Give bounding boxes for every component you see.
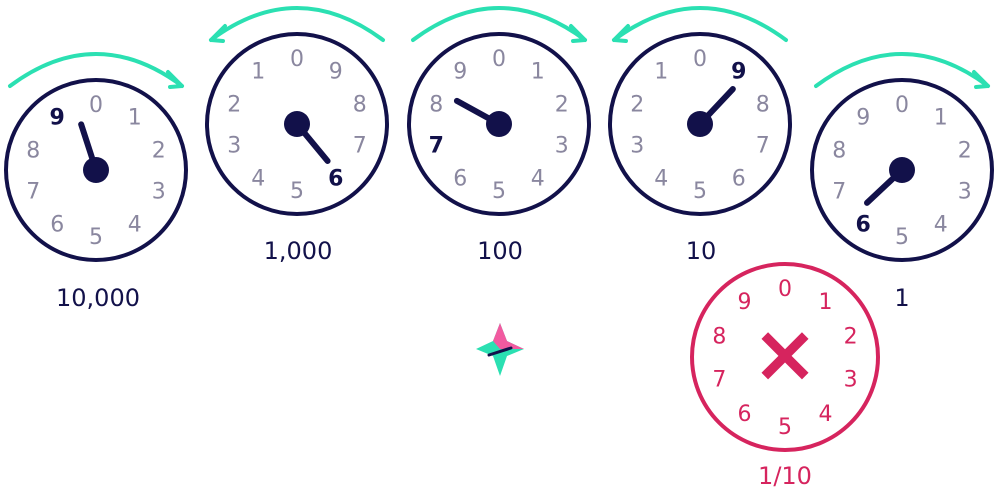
dial-digit: 7: [353, 133, 367, 158]
dial-digit: 9: [453, 60, 467, 85]
dial-digit: 3: [958, 179, 972, 204]
dial-digit: 4: [128, 212, 142, 237]
dial-label-thousands: 1,000: [263, 237, 333, 265]
dial-digit: 4: [654, 166, 668, 191]
dial-digit: 0: [492, 47, 506, 72]
dial-digit: 3: [152, 179, 166, 204]
dial-digit: 8: [353, 93, 367, 118]
dial-hub: [83, 157, 109, 183]
crossed-dial-digit: 0: [778, 277, 792, 302]
dial-digit: 1: [128, 106, 142, 131]
crossed-dial-digit: 3: [844, 367, 858, 392]
crossed-dial-digit: 6: [737, 402, 751, 427]
clockwise-arrow-icon: [8, 52, 184, 88]
dial-digit: 3: [227, 133, 241, 158]
crossed-dial-digit: 2: [844, 325, 858, 350]
crossed-dial: 0 12 34 5 67 89×: [690, 262, 880, 452]
dial-label-tens: 10: [685, 237, 717, 265]
arrowhead-icon: [166, 70, 184, 89]
arrowhead-icon: [569, 24, 587, 43]
crossed-dial-digit: 1: [819, 290, 833, 315]
dial-digit: 5: [89, 225, 103, 250]
dial-digit: 6: [453, 166, 467, 191]
dial-digit: 6: [328, 166, 343, 191]
dial-digit: 4: [251, 166, 265, 191]
crossed-dial-digit: 8: [712, 325, 726, 350]
crossed-dial-digit: 9: [737, 290, 751, 315]
dial-digit: 7: [26, 179, 40, 204]
crossed-dial-face: [690, 262, 880, 452]
dial-digit: 3: [555, 133, 569, 158]
dial-digit: 5: [492, 179, 506, 204]
dials-layer: 0123456789098765432101234567890987654321…: [4, 6, 994, 262]
dial-digit: 2: [630, 93, 644, 118]
dial-digit: 2: [555, 93, 569, 118]
crossed-dial-digit: 7: [712, 367, 726, 392]
dial-digit: 8: [756, 93, 770, 118]
crossed-dial-digit: 4: [819, 402, 833, 427]
dial-digit: 5: [290, 179, 304, 204]
dial-digit: 8: [832, 139, 846, 164]
dial-digit: 9: [731, 60, 746, 85]
dial-digit: 4: [531, 166, 545, 191]
dial-digit: 1: [251, 60, 265, 85]
dial-digit: 7: [756, 133, 770, 158]
dial-digit: 9: [856, 106, 870, 131]
dial-digit: 0: [895, 93, 909, 118]
dial-digit: 0: [89, 93, 103, 118]
dial-label-units: 1: [894, 284, 910, 312]
anticlockwise-arrow-icon: [209, 6, 385, 42]
clockwise-arrow-icon: [411, 6, 587, 42]
dial-digit: 5: [895, 225, 909, 250]
arrowhead-icon: [209, 24, 227, 43]
dial-digit: 6: [50, 212, 64, 237]
dial-hub: [889, 157, 915, 183]
dial-digit: 4: [934, 212, 948, 237]
dial-digit: 0: [290, 47, 304, 72]
arrowhead-icon: [612, 24, 630, 43]
dial-digit: 2: [227, 93, 241, 118]
dial-digit: 0: [693, 47, 707, 72]
dial-digit: 1: [654, 60, 668, 85]
dial-digit: 1: [531, 60, 545, 85]
dial-digit: 7: [832, 179, 846, 204]
dial-label-ten-thousands: 10,000: [56, 284, 140, 312]
dial-digit: 9: [50, 106, 65, 131]
cross-mark-icon: ×: [751, 307, 818, 400]
arrowhead-icon: [972, 70, 990, 89]
dial-label-crossed: 1/10: [758, 462, 812, 490]
dial-label-hundreds: 100: [477, 237, 523, 265]
dial-digit: 6: [856, 212, 871, 237]
clockwise-arrow-icon: [814, 52, 990, 88]
dial-digit: 6: [732, 166, 746, 191]
dial-digit: 1: [934, 106, 948, 131]
anticlockwise-arrow-icon: [612, 6, 788, 42]
dial-digit: 7: [429, 133, 444, 158]
dial-digit: 8: [26, 139, 40, 164]
dial-hub: [687, 111, 713, 137]
dial-digit: 3: [630, 133, 644, 158]
dial-digit: 5: [693, 179, 707, 204]
dial-digit: 2: [152, 139, 166, 164]
dial-hub: [284, 111, 310, 137]
sparkle-logo-icon: [476, 323, 524, 376]
crossed-dial-digit: 5: [778, 415, 792, 440]
dial-digit: 9: [329, 60, 343, 85]
dial-hub: [486, 111, 512, 137]
dial-digit: 8: [429, 93, 443, 118]
dial-digit: 2: [958, 139, 972, 164]
